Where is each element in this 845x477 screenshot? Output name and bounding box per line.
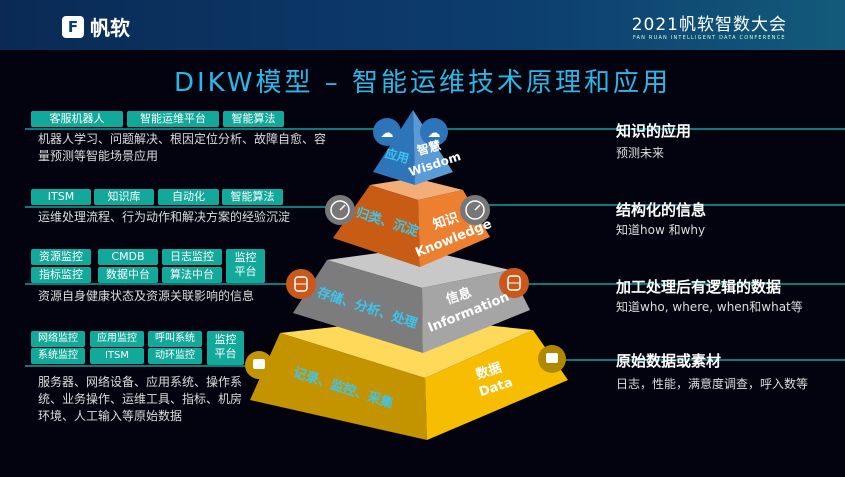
- divider: [485, 204, 845, 206]
- level-subtitle: 知道how 和why: [616, 223, 706, 237]
- level-description: 运维处理流程、行为动作和解决方案的经验沉淀: [38, 210, 291, 224]
- tag: 监控平台: [207, 331, 244, 365]
- tag: 日志监控: [162, 249, 222, 265]
- data-right-face: [425, 330, 568, 440]
- data-left-face: [250, 333, 427, 440]
- tag: 指标监控: [31, 267, 91, 283]
- tag: 监控平台: [226, 249, 265, 283]
- divider: [565, 359, 845, 361]
- svg-text:☁: ☁: [381, 126, 394, 141]
- tag: 应用监控: [90, 331, 144, 347]
- cloud-icon: ☁: [420, 118, 448, 146]
- level-heading: 知识的应用: [616, 122, 692, 140]
- level-description: 服务器、网络设备、应用系统、操作系统、业务操作、运维工具、指标、机房环境、人工输…: [38, 375, 243, 423]
- level-subtitle: 预测未来: [616, 146, 665, 160]
- cloud-icon: ☁: [373, 118, 401, 146]
- information-left-face: [293, 260, 423, 353]
- knowledge-left-face: [333, 185, 420, 267]
- tag: 系统监控: [31, 348, 85, 364]
- tag: 呼叫系统: [148, 331, 202, 347]
- knowledge-cn-label: 知识: [431, 210, 461, 233]
- tag: ITSM: [31, 189, 91, 205]
- tag: ITSM: [90, 348, 144, 364]
- logo: F 帆软: [62, 12, 130, 41]
- conference-title: 2021帆软智数大会: [631, 15, 787, 35]
- tag: 客服机器人: [31, 111, 123, 127]
- gauge-icon: [460, 195, 490, 225]
- information-cn-label: 信息: [444, 285, 474, 308]
- tag: 算法中台: [162, 267, 222, 283]
- tag: 自动化: [158, 189, 219, 205]
- svg-text:☁: ☁: [428, 126, 441, 141]
- level-description: 资源自身健康状态及资源关联影响的信息: [38, 289, 255, 303]
- wisdom-left-label: 应用: [384, 145, 411, 166]
- wisdom-left-face: [373, 110, 415, 185]
- tag: 智能算法: [223, 111, 284, 127]
- divider: [440, 128, 845, 130]
- divider: [25, 128, 385, 130]
- robot-icon: [538, 345, 566, 373]
- tag: 动环监控: [148, 348, 202, 364]
- level-heading: 原始数据或素材: [616, 352, 722, 370]
- robot-icon: [245, 351, 273, 379]
- tag: 资源监控: [31, 249, 91, 265]
- divider: [525, 283, 845, 285]
- level-heading: 加工处理后有逻辑的数据: [616, 278, 782, 296]
- tag: 智能算法: [222, 189, 283, 205]
- knowledge-top-face: [370, 178, 463, 200]
- wisdom-cn-label: 智慧: [414, 137, 442, 158]
- level-description: 机器人学习、问题解决、根因定位分析、故障自愈、容量预测等智能场景应用: [38, 132, 327, 163]
- divider: [25, 283, 297, 285]
- information-top-face: [327, 248, 510, 288]
- level-subtitle: 知道who, where, when和what等: [616, 300, 803, 314]
- data-cn-label: 数据: [474, 360, 504, 383]
- logo-icon: F: [62, 15, 84, 38]
- conference-subtitle: FAN RUAN INTELLIGENT DATA CONFERENCE: [632, 35, 786, 41]
- database-icon: [499, 268, 529, 298]
- gauge-icon: [325, 195, 355, 225]
- tag: 知识库: [94, 189, 154, 205]
- tag: 数据中台: [98, 267, 158, 283]
- database-icon: [286, 269, 316, 299]
- level-heading: 结构化的信息: [616, 201, 707, 219]
- level-subtitle: 日志，性能，满意度调查，呼入数等: [616, 377, 809, 391]
- tag: CMDB: [98, 249, 158, 265]
- tag: 智能运维平台: [127, 111, 219, 127]
- divider: [25, 206, 345, 208]
- page-title: DIKW模型 – 智能运维技术原理和应用: [173, 68, 672, 98]
- logo-text: 帆软: [90, 16, 130, 40]
- tag: 网络监控: [31, 331, 85, 347]
- divider: [25, 365, 255, 367]
